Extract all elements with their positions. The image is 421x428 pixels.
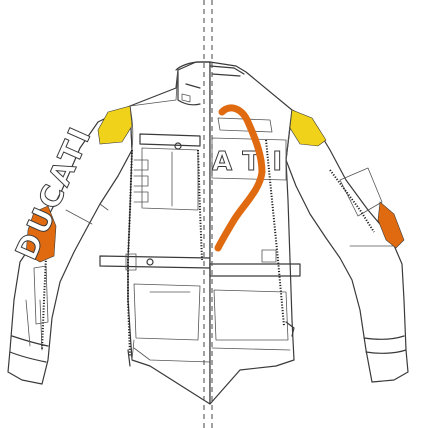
right-cuff bbox=[363, 335, 407, 354]
jacket-back-half: ATI bbox=[209, 61, 409, 405]
front-lower-pocket bbox=[133, 283, 201, 341]
left-sleeve-zipper bbox=[41, 257, 47, 351]
front-zipper-left bbox=[127, 149, 133, 357]
front-collar bbox=[175, 61, 211, 106]
back-logo-text: ATI bbox=[212, 147, 282, 177]
left-cuff bbox=[9, 335, 49, 363]
back-protector bbox=[214, 104, 266, 252]
chest-pocket-flap bbox=[139, 133, 201, 147]
right-sleeve bbox=[285, 109, 409, 383]
back-hem-tab bbox=[285, 321, 295, 337]
back-waist-belt bbox=[209, 263, 301, 277]
front-belt-buckle bbox=[125, 253, 137, 271]
chest-pocket-snap bbox=[174, 142, 182, 150]
back-zipper-right bbox=[265, 139, 285, 327]
right-sleeve-seam bbox=[339, 167, 397, 247]
left-elbow-protector bbox=[25, 205, 57, 263]
right-elbow-protector bbox=[377, 201, 405, 249]
jacket-front-half: DUCATI bbox=[7, 61, 211, 405]
left-shoulder-protector bbox=[97, 105, 133, 145]
front-zipper-center bbox=[197, 149, 203, 261]
back-torso bbox=[209, 61, 295, 405]
front-yoke bbox=[129, 69, 179, 107]
front-hem bbox=[131, 339, 211, 363]
back-yoke bbox=[217, 117, 273, 133]
right-shoulder-protector bbox=[289, 109, 327, 147]
left-sleeve-pocket bbox=[33, 265, 49, 325]
back-belt-tab bbox=[261, 249, 277, 263]
back-lower-panel bbox=[211, 289, 291, 351]
belt-snap bbox=[146, 258, 154, 266]
left-sleeve-seam bbox=[25, 203, 109, 351]
back-collar bbox=[209, 65, 245, 77]
right-sleeve-zipper bbox=[329, 169, 375, 233]
collar-tab bbox=[181, 93, 191, 103]
hem-drawcord bbox=[127, 349, 131, 367]
left-sleeve bbox=[7, 105, 133, 385]
chest-vents bbox=[133, 159, 149, 203]
